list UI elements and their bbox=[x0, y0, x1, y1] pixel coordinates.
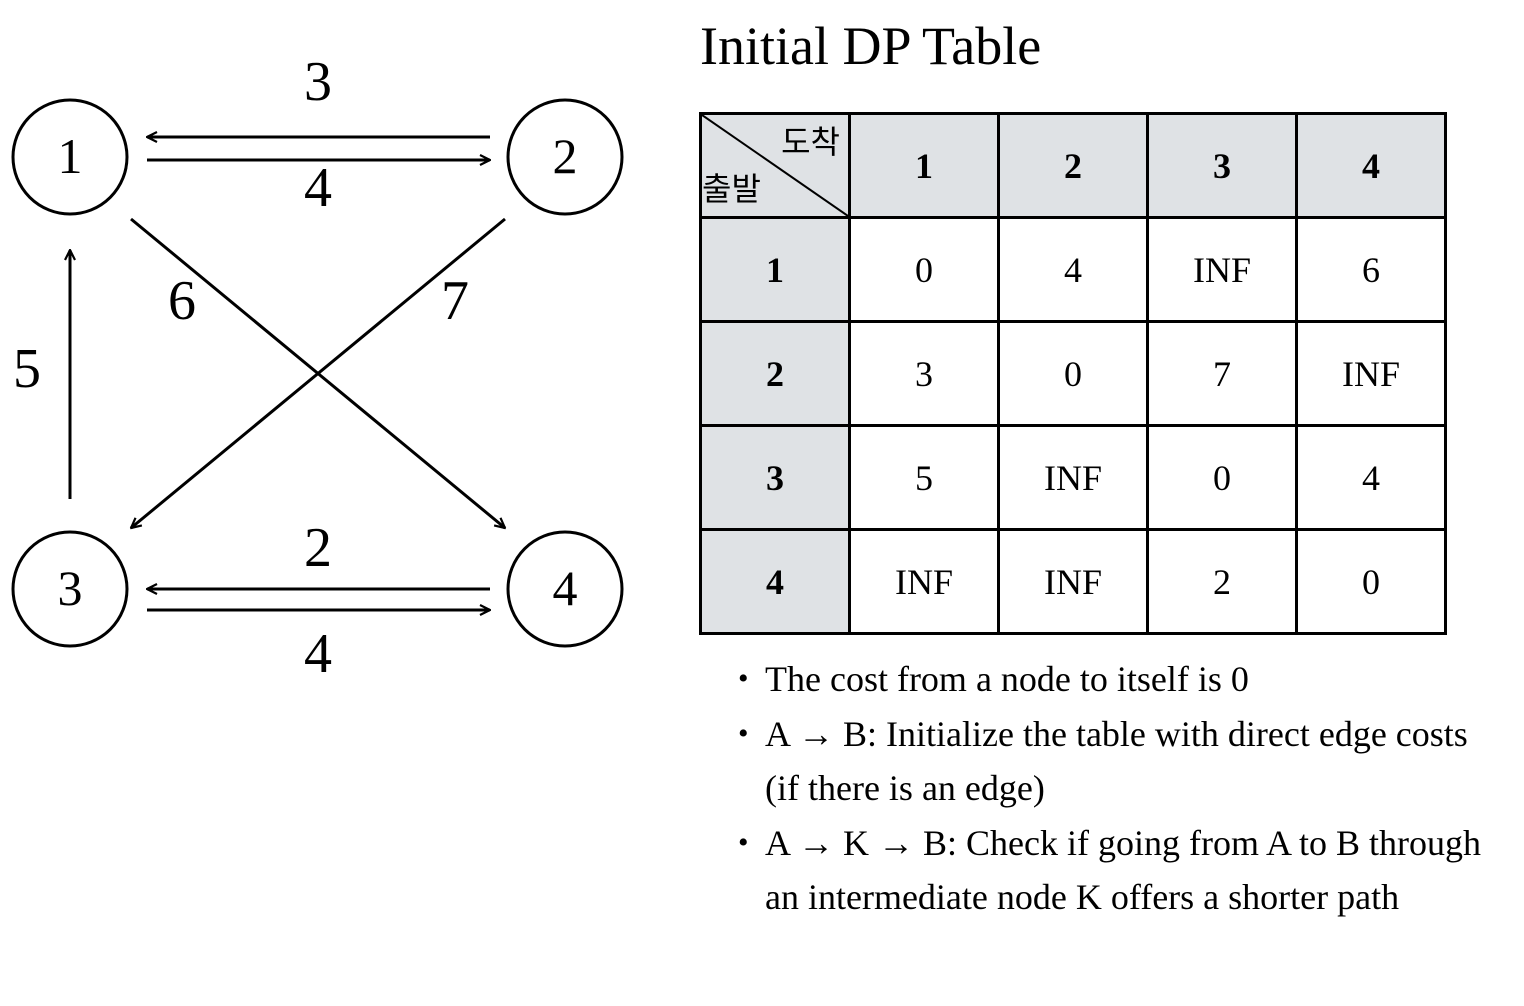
dp-table: 도착 출발 1 2 3 4 1 0 4 INF 6 2 3 0 7 INF 3 … bbox=[699, 112, 1447, 635]
table-row: 4 INF INF 2 0 bbox=[699, 528, 1447, 635]
edge-weight-4-3: 2 bbox=[304, 517, 332, 579]
corner-destination-label: 도착 bbox=[781, 123, 840, 161]
note-item: A → K → B: Check if going from A to B th… bbox=[738, 816, 1498, 925]
edge-2-to-3 bbox=[131, 217, 506, 528]
node-1-circle bbox=[11, 98, 129, 216]
table-cell: INF bbox=[1146, 216, 1298, 323]
table-cell: INF bbox=[1295, 320, 1447, 427]
graph-diagram: 3 4 5 6 7 2 4 1 2 3 4 bbox=[11, 51, 624, 685]
edge-weight-2-1: 3 bbox=[304, 51, 332, 113]
table-cell: 0 bbox=[997, 320, 1149, 427]
edge-weight-1-4: 6 bbox=[168, 270, 196, 332]
table-cell: 3 bbox=[848, 320, 1000, 427]
table-cell: 4 bbox=[1295, 424, 1447, 531]
table-row: 3 5 INF 0 4 bbox=[699, 424, 1447, 531]
row-header: 4 bbox=[699, 528, 851, 635]
table-cell: 7 bbox=[1146, 320, 1298, 427]
row-header: 1 bbox=[699, 216, 851, 323]
corner-diagonal-line bbox=[702, 115, 848, 216]
node-2-circle bbox=[506, 98, 624, 216]
row-header: 2 bbox=[699, 320, 851, 427]
edge-weight-1-2: 4 bbox=[304, 157, 332, 219]
edge-weight-3-4: 4 bbox=[304, 623, 332, 685]
table-cell: 4 bbox=[997, 216, 1149, 323]
table-cell: 0 bbox=[1295, 528, 1447, 635]
note-item: The cost from a node to itself is 0 bbox=[738, 652, 1498, 707]
note-item: A → B: Initialize the table with direct … bbox=[738, 707, 1498, 816]
node-4-circle bbox=[506, 530, 624, 648]
node-3-label: 3 bbox=[58, 560, 83, 616]
column-header: 4 bbox=[1295, 112, 1447, 219]
column-header: 1 bbox=[848, 112, 1000, 219]
node-2-label: 2 bbox=[553, 128, 578, 184]
table-cell: 6 bbox=[1295, 216, 1447, 323]
table-cell: 0 bbox=[848, 216, 1000, 323]
page-title: Initial DP Table bbox=[700, 16, 1042, 76]
table-corner-cell: 도착 출발 bbox=[699, 112, 851, 219]
table-cell: INF bbox=[848, 528, 1000, 635]
table-cell: 0 bbox=[1146, 424, 1298, 531]
corner-source-label: 출발 bbox=[702, 170, 761, 208]
notes-list: The cost from a node to itself is 0 A → … bbox=[738, 652, 1498, 925]
node-1-label: 1 bbox=[58, 128, 83, 184]
row-header: 3 bbox=[699, 424, 851, 531]
node-4-label: 4 bbox=[553, 560, 578, 616]
edge-weight-3-1: 5 bbox=[13, 338, 41, 400]
table-cell: INF bbox=[997, 424, 1149, 531]
node-3-circle bbox=[11, 530, 129, 648]
table-row: 2 3 0 7 INF bbox=[699, 320, 1447, 427]
table-row: 1 0 4 INF 6 bbox=[699, 216, 1447, 323]
table-cell: 5 bbox=[848, 424, 1000, 531]
table-cell: INF bbox=[997, 528, 1149, 635]
edge-weight-2-3: 7 bbox=[441, 270, 469, 332]
table-cell: 2 bbox=[1146, 528, 1298, 635]
table-header-row: 도착 출발 1 2 3 4 bbox=[699, 112, 1447, 219]
column-header: 2 bbox=[997, 112, 1149, 219]
column-header: 3 bbox=[1146, 112, 1298, 219]
